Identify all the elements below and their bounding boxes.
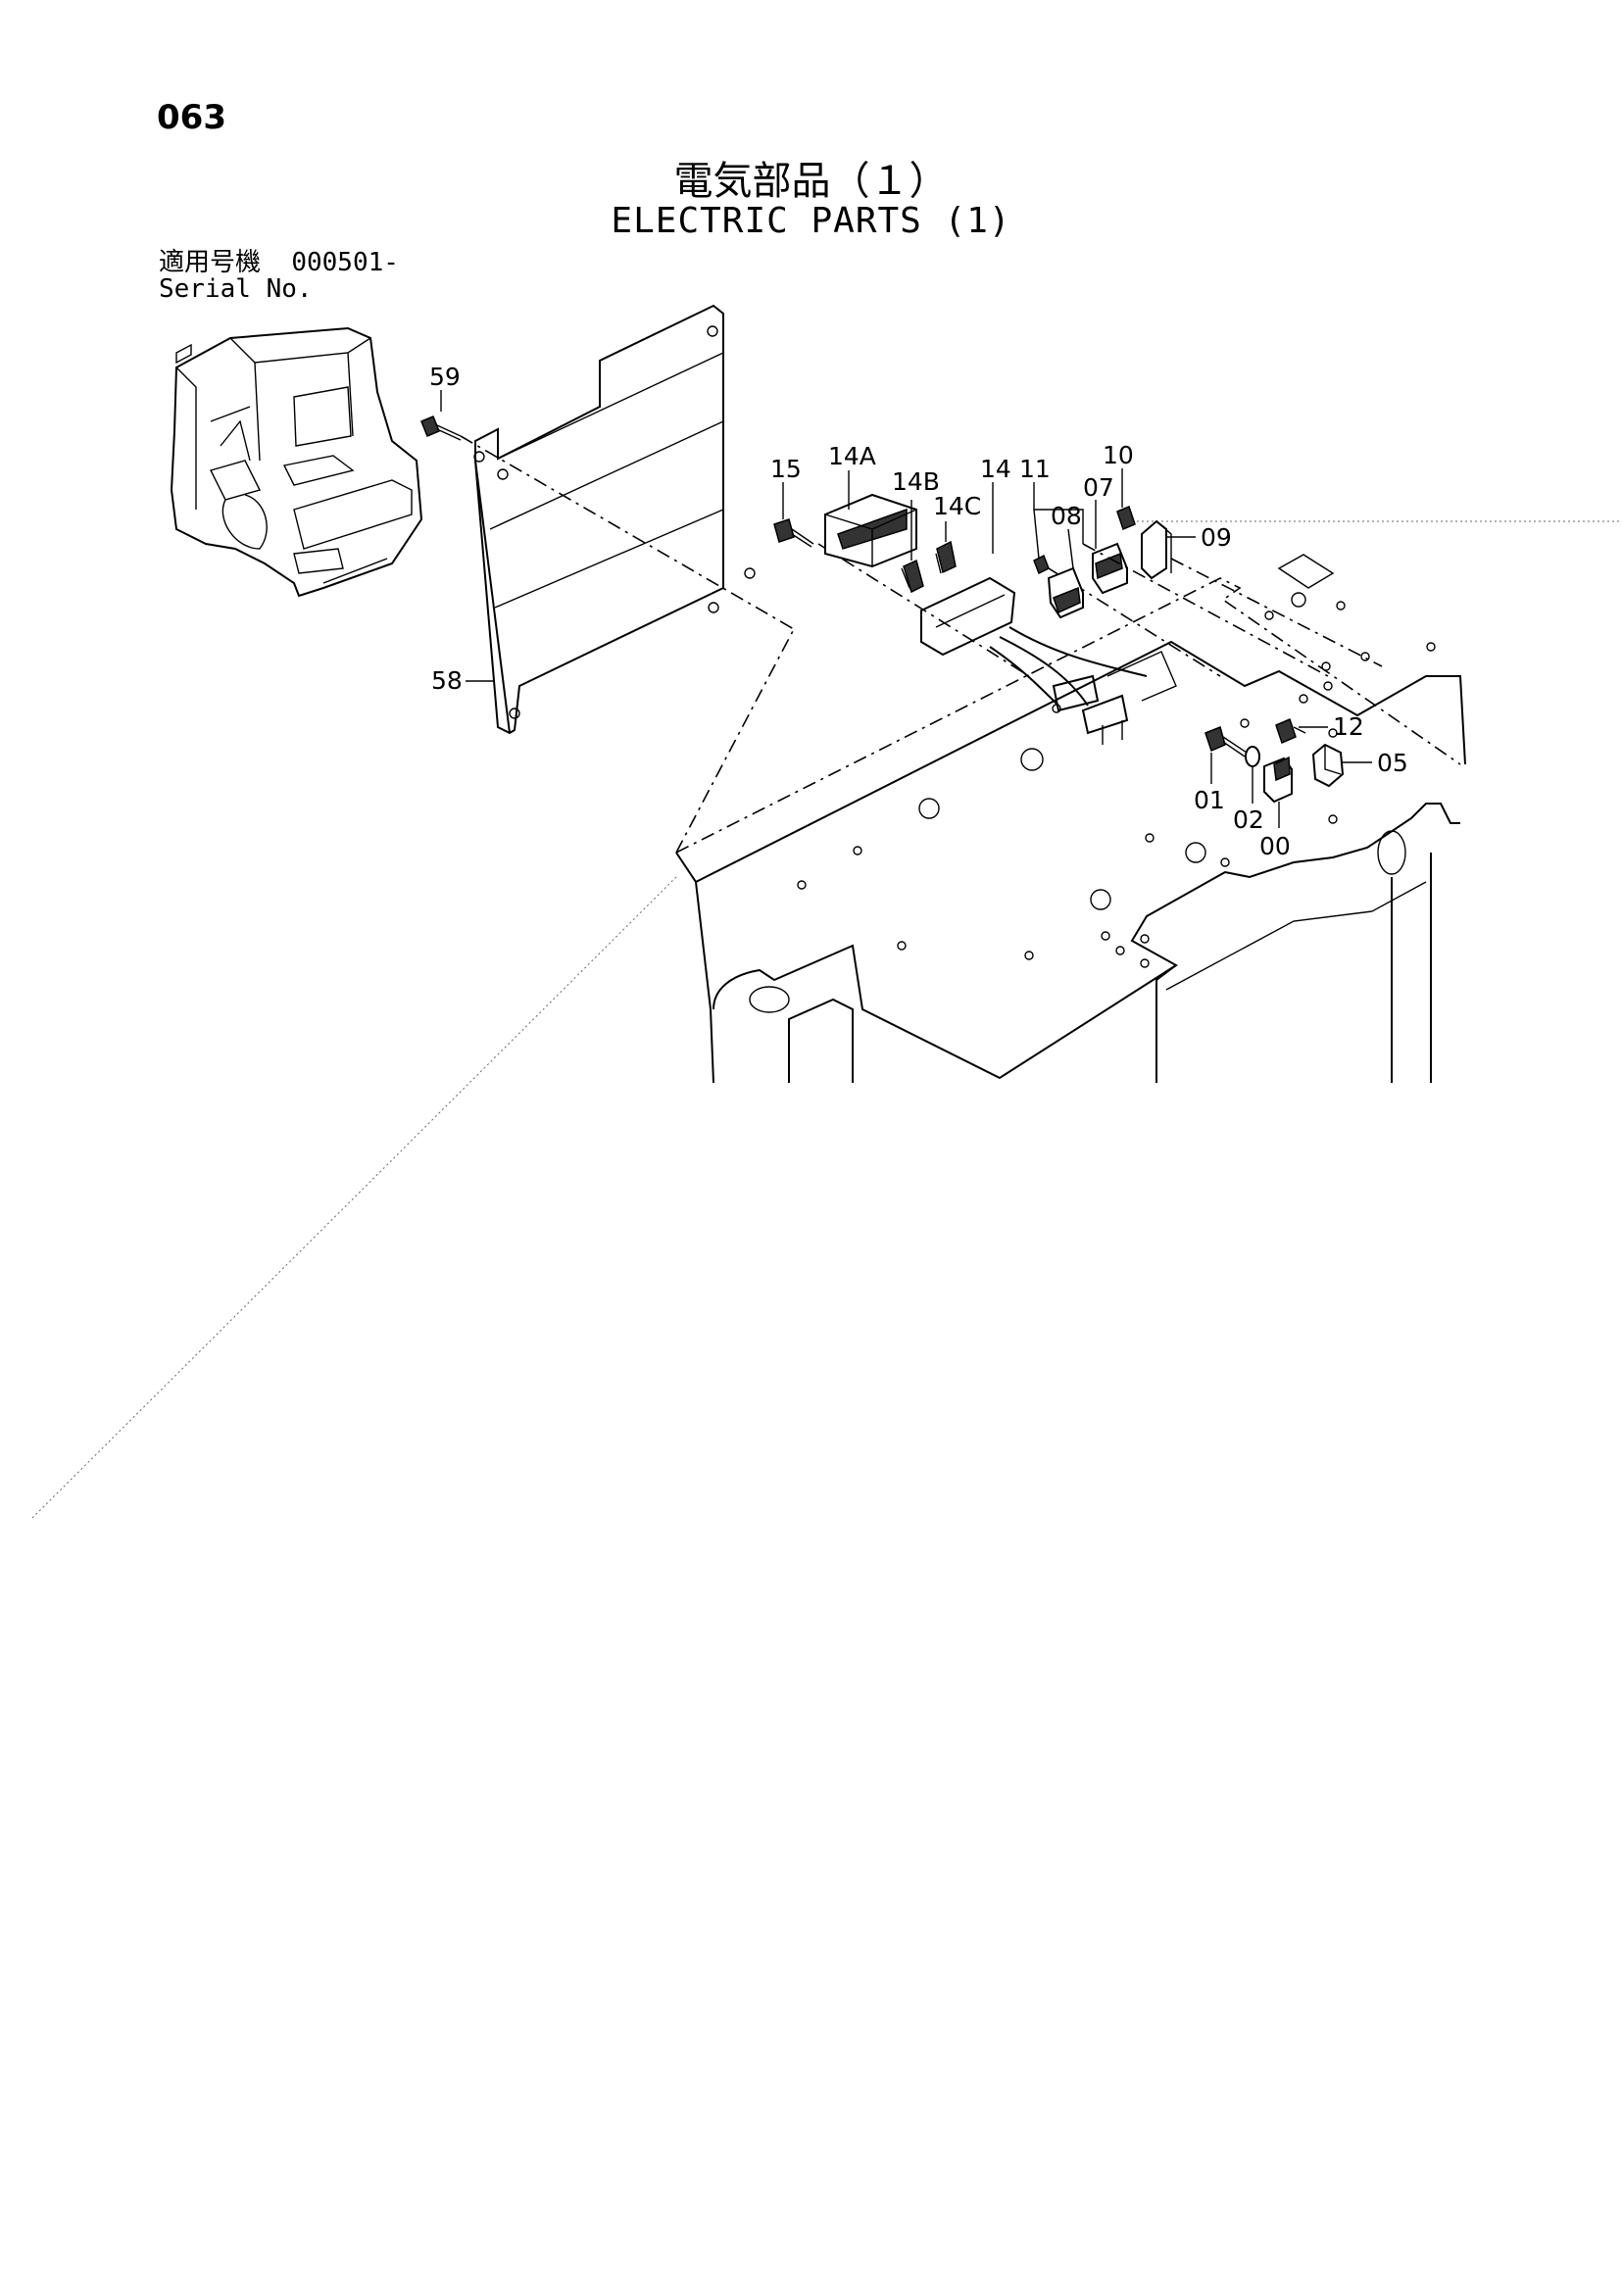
page-title-english: ELECTRIC PARTS (1) (611, 201, 1011, 241)
leader-lines (440, 390, 1372, 828)
callout-07: 07 (1083, 473, 1114, 502)
serial-range: 000501- (291, 248, 399, 277)
part-58-cover-plate (473, 304, 756, 735)
callout-01: 01 (1194, 786, 1225, 814)
page-number: 063 (157, 98, 226, 137)
callout-14C: 14C (933, 492, 981, 520)
callout-05: 05 (1377, 749, 1408, 777)
part-02-washer (1245, 746, 1260, 767)
callout-02: 02 (1233, 806, 1264, 834)
part-08-relay (1047, 566, 1084, 619)
page-title-japanese: 電気部品（１） (673, 159, 949, 204)
part-59-bolt (420, 415, 795, 630)
serial-label-japanese: 適用号機 (159, 248, 262, 277)
callout-09: 09 (1201, 523, 1232, 552)
part-09-bracket (1141, 519, 1383, 667)
callout-14A: 14A (828, 442, 876, 470)
part-12-bolt (1275, 717, 1306, 745)
callout-12: 12 (1333, 712, 1364, 741)
excavator-thumbnail (170, 326, 423, 598)
callout-08: 08 (1051, 502, 1082, 530)
part-14-wire-harness (817, 543, 1177, 745)
part-14B-connector (901, 559, 924, 594)
callout-14: 14 (980, 455, 1011, 483)
callout-15: 15 (770, 455, 802, 483)
part-00-relay (1263, 756, 1293, 804)
part-10-bolt (1116, 505, 1136, 531)
callout-14B: 14B (892, 467, 940, 496)
callout-58: 58 (431, 666, 463, 695)
callout-10: 10 (1103, 441, 1134, 469)
serial-number-block: 適用号機 000501- Serial No. (159, 250, 399, 303)
part-14A-connector (824, 493, 917, 568)
callout-11: 11 (1019, 455, 1051, 483)
part-01-bolt (1204, 725, 1248, 757)
serial-label-english: Serial No. (159, 274, 313, 304)
part-07-relay (1082, 542, 1329, 677)
callout-59: 59 (429, 363, 461, 391)
guide-line-left-diagonal (30, 876, 677, 1520)
part-05-bracket (1311, 743, 1345, 788)
part-15-bolt (773, 518, 814, 548)
callout-00: 00 (1259, 832, 1291, 860)
part-14C-connector (935, 540, 957, 574)
main-frame (675, 554, 1466, 1084)
